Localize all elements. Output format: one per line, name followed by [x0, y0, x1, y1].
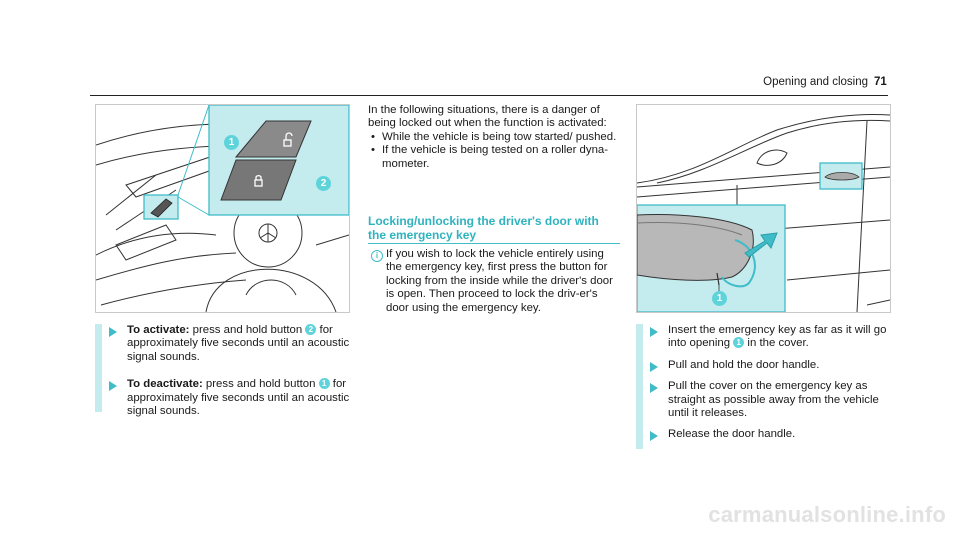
step-arrow-icon	[650, 431, 658, 442]
step-pull-cover: Pull the cover on the emergency key as s…	[643, 380, 893, 420]
section-rule	[368, 243, 620, 244]
step-pull-handle: Pull and hold the door handle.	[643, 359, 893, 372]
opening-ref-1: 1	[733, 337, 745, 349]
door-lock-button-illustration: 1 2	[95, 104, 350, 313]
bullet-item: While the vehicle is being tow started/ …	[368, 131, 620, 145]
step-arrow-icon	[650, 383, 658, 394]
exterior-drawing	[637, 114, 890, 312]
step-deactivate: To deactivate: press and hold button 1 f…	[102, 378, 352, 418]
middle-column: In the following situations, there is a …	[368, 104, 620, 171]
step-arrow-icon	[650, 361, 658, 372]
step-release-handle: Release the door handle.	[643, 428, 893, 442]
watermark: carmanualsonline.info	[708, 502, 946, 527]
step-arrow-icon	[109, 381, 117, 392]
bullet-item: If the vehicle is being tested on a roll…	[368, 144, 620, 171]
step-arrow-icon	[109, 327, 117, 337]
callout-1: 1	[712, 291, 727, 306]
step-arrow-icon	[650, 327, 658, 337]
unlock-button-shape	[234, 120, 312, 158]
callout-2: 2	[316, 176, 331, 191]
section-title: Locking/unlocking the driver's door with…	[368, 214, 599, 242]
header-rule	[90, 95, 888, 96]
callout-1: 1	[224, 135, 239, 150]
info-note: If you wish to lock the vehicle entirely…	[386, 248, 613, 314]
door-handle-illustration: 1	[636, 104, 891, 313]
page-number: 71	[874, 76, 887, 88]
button-ref-2: 2	[305, 324, 317, 335]
button-ref-1: 1	[318, 378, 330, 390]
interior-drawing	[96, 105, 349, 312]
left-instructions: To activate: press and hold button 2 for…	[95, 324, 352, 417]
step-insert-key: Insert the emergency key as far as it wi…	[643, 324, 893, 351]
warning-intro: In the following situations, there is a …	[368, 104, 607, 130]
info-icon: i	[371, 250, 383, 262]
step-activate: To activate: press and hold button 2 for…	[102, 324, 352, 364]
right-instructions: Insert the emergency key as far as it wi…	[636, 324, 893, 449]
page-header-title: Opening and closing	[763, 76, 868, 88]
